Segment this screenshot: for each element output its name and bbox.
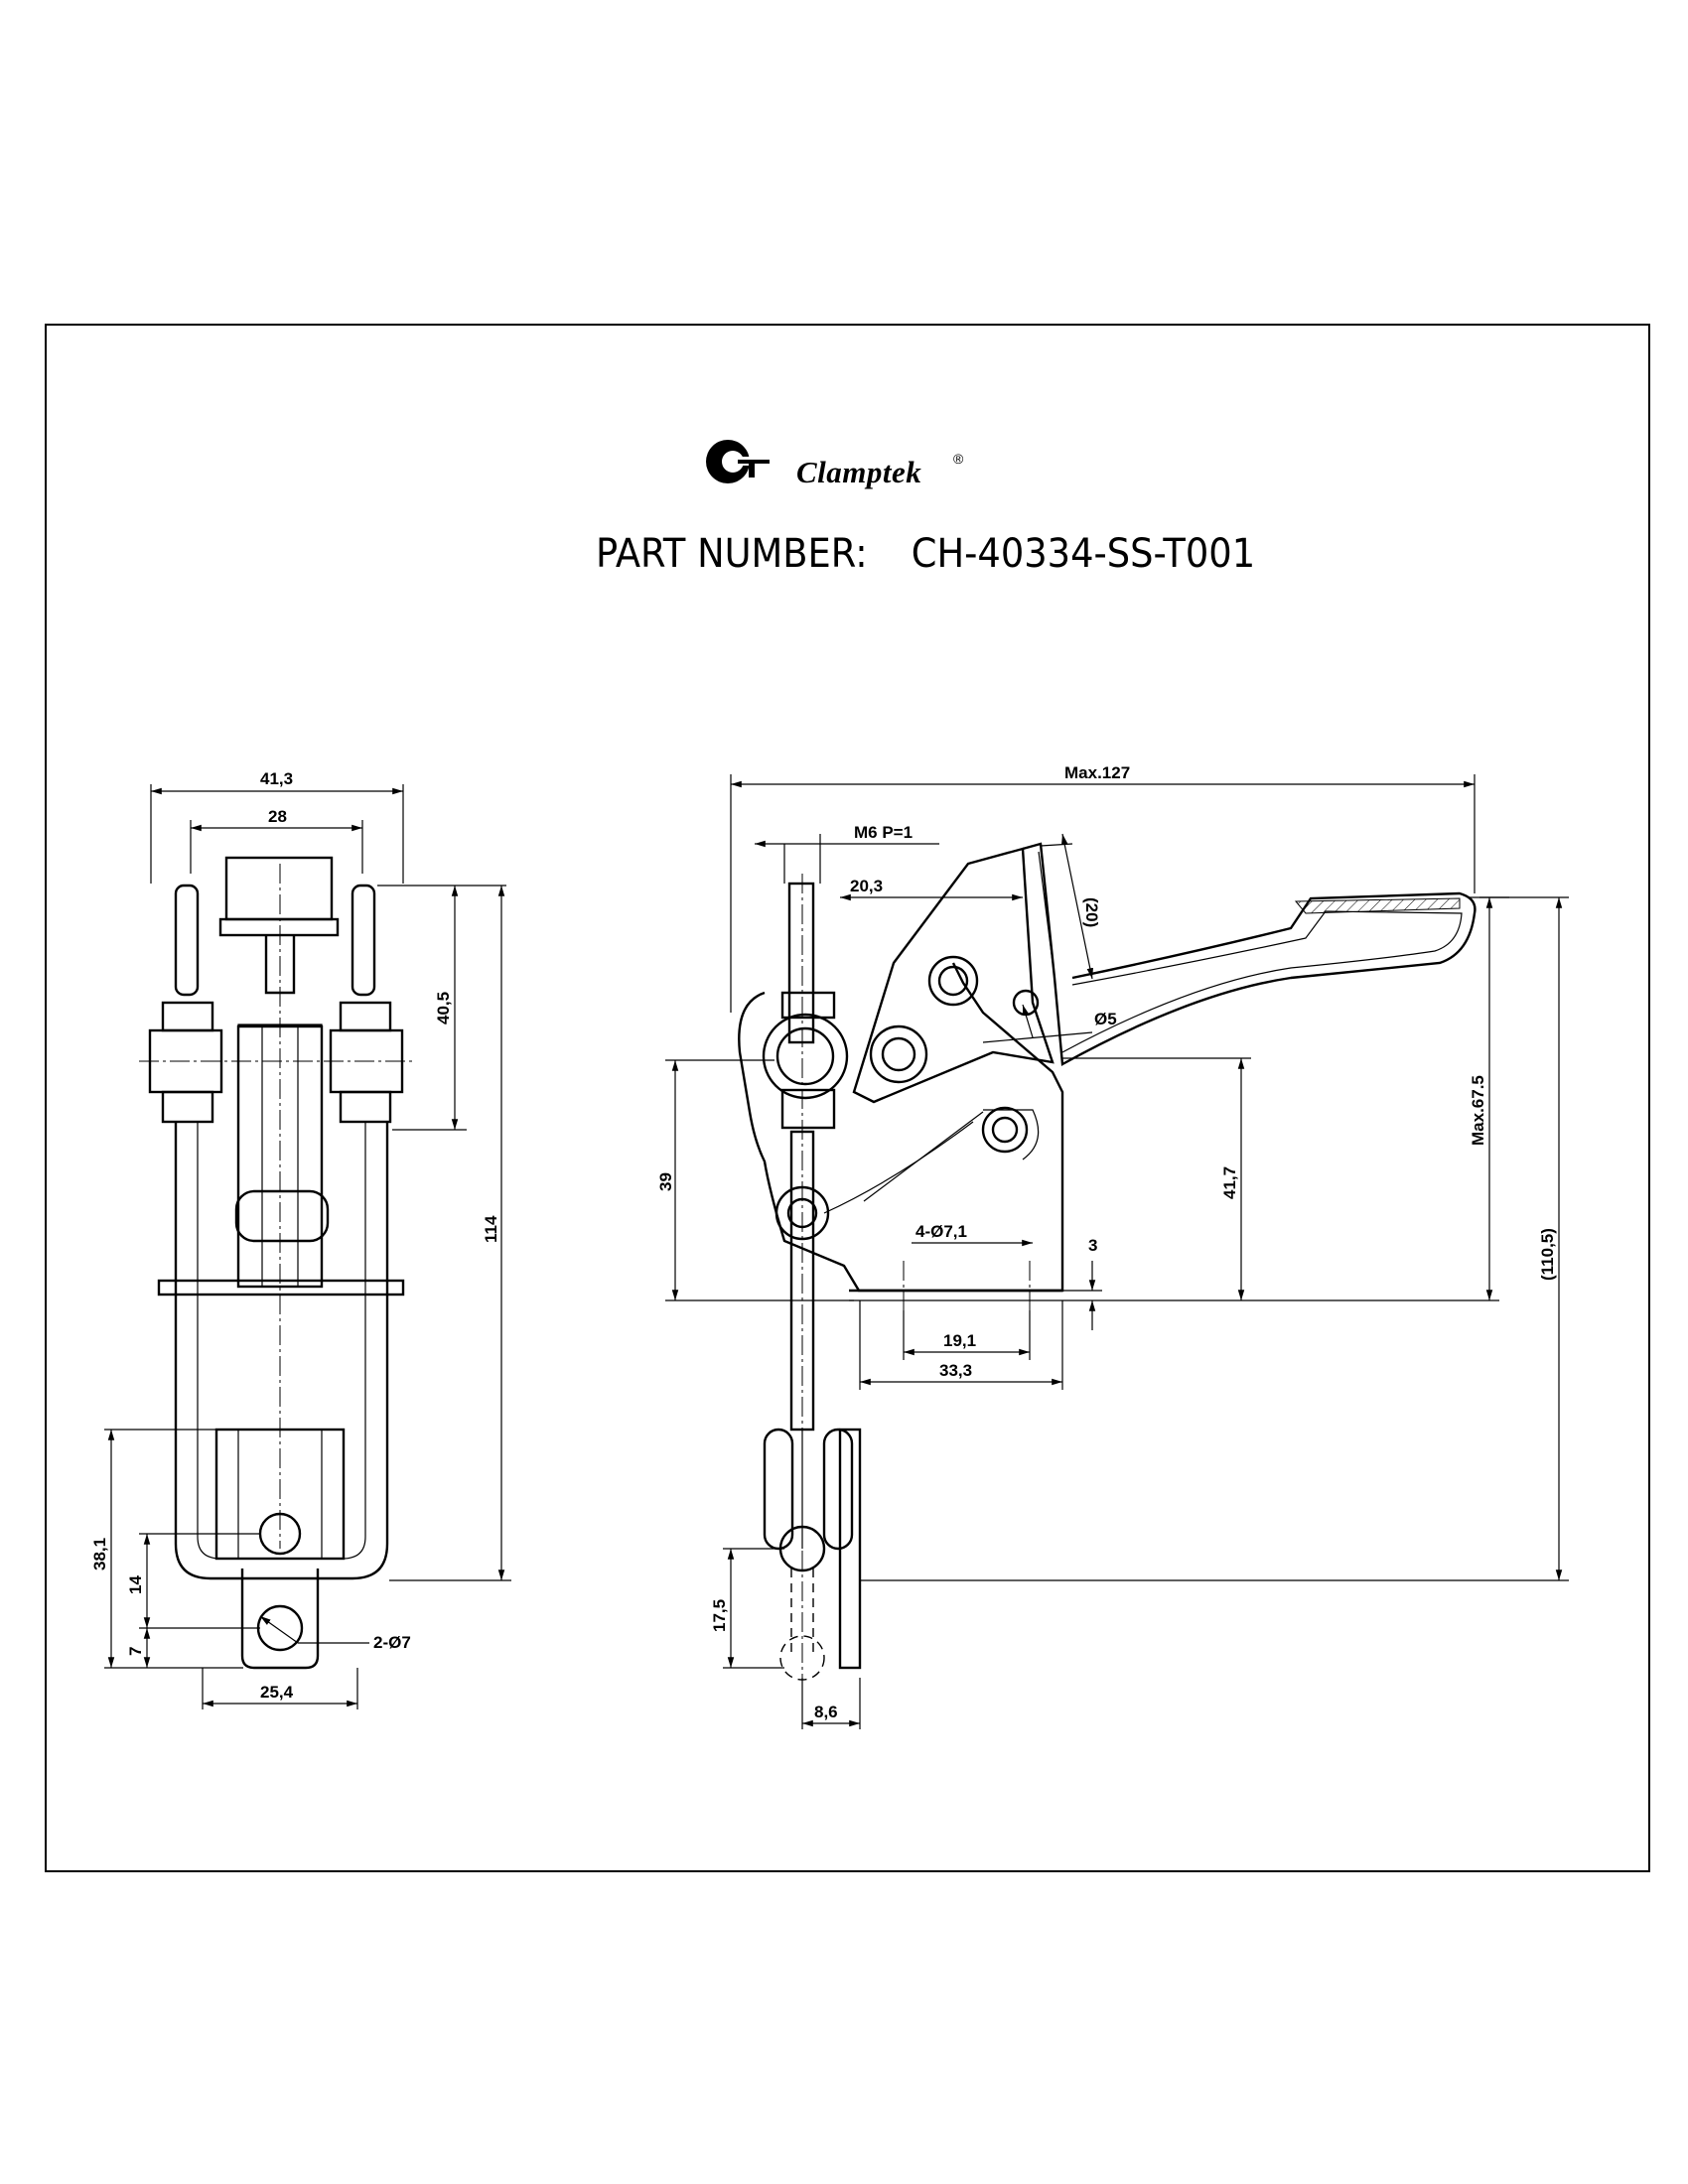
clamptek-logo-icon [706,440,770,483]
dim-hole-spacing: 19,1 [943,1331,976,1350]
dim-overall-width: 41,3 [260,769,293,788]
dim-base-width: 25,4 [260,1683,294,1702]
brand-name: Clamptek [796,455,922,489]
dim-hook-height: 38,1 [90,1538,109,1570]
dim-holes: 2-Ø7 [373,1633,411,1652]
dim-eye-height: 14 [126,1575,145,1594]
dim-hook-drop: 17,5 [710,1599,729,1632]
dim-max-length: Max.127 [1064,763,1130,782]
dim-handle-height: 41,7 [1220,1166,1239,1199]
dim-thread: M6 P=1 [854,823,913,842]
dim-handle-ref: (20) [1082,897,1101,927]
dim-total-height: (110,5) [1538,1228,1557,1281]
dim-overall-height: 114 [482,1215,500,1243]
registered-mark: ® [953,451,964,467]
side-view: Max.127 M6 P=1 20,3 (20) Ø5 39 41,7 Max.… [656,763,1569,1729]
drawing-frame [45,324,1650,1872]
dim-upper-height: 40,5 [434,992,453,1024]
part-number-label: PART NUMBER: [596,531,868,577]
dim-pivot-height: 39 [656,1172,675,1191]
part-number-title: PART NUMBER: CH-40334-SS-T001 [596,531,1255,577]
dim-mount-holes: 4-Ø7,1 [915,1222,967,1241]
dim-offset: 20,3 [850,877,883,895]
dim-pin-hole: Ø5 [1094,1010,1117,1028]
dim-base-thickness: 3 [1088,1236,1097,1255]
dim-base-length: 33,3 [939,1361,972,1380]
dim-max-height: Max.67.5 [1469,1075,1487,1146]
part-number-value: CH-40334-SS-T001 [911,531,1256,577]
dim-eye-offset: 7 [126,1647,145,1656]
dim-inner-width: 28 [268,807,287,826]
dim-hook-width: 8,6 [814,1703,838,1721]
front-view: 41,3 28 40,5 114 38,1 14 7 2-Ø7 25,4 [90,769,511,1709]
